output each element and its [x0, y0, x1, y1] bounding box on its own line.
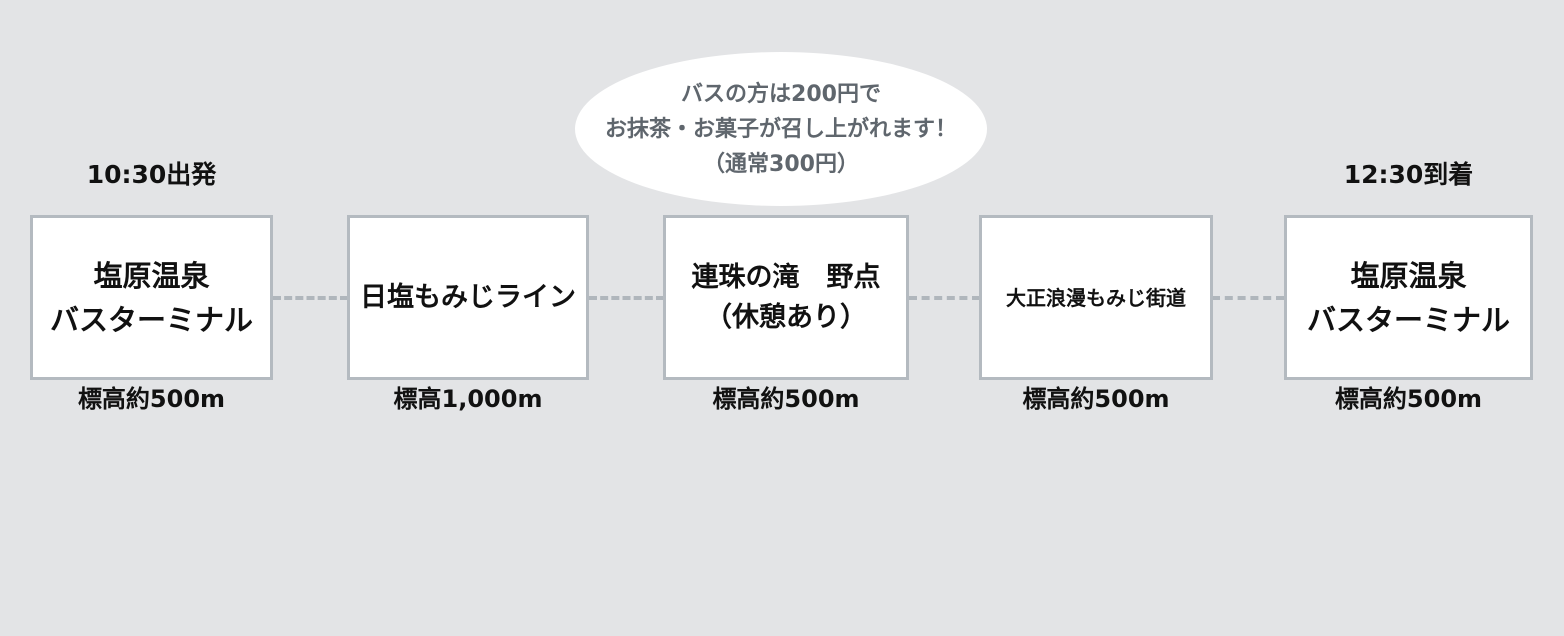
note-line-1: バスの方は200円で [681, 81, 881, 107]
stop-name-line: バスターミナル [1306, 302, 1510, 337]
arrival-time: 12:30到着 [1343, 160, 1474, 189]
departure-time: 10:30出発 [86, 160, 217, 189]
stop-nichien-momiji-line: 日塩もみじライン [347, 215, 589, 380]
elevation-label: 標高1,000m [393, 385, 543, 413]
elevation-label: 標高約500m [1334, 385, 1483, 413]
stop-name-line: 塩原温泉 [93, 258, 210, 293]
elevation-label: 標高約500m [712, 385, 860, 413]
stop-name-line: 日塩もみじライン [360, 281, 576, 313]
stop-taisho-roman-momiji-kaido: 大正浪漫もみじ街道 [979, 215, 1213, 380]
stop-end-terminal: 塩原温泉 バスターミナル [1284, 215, 1533, 380]
connector-2 [589, 296, 664, 300]
connector-3 [909, 296, 980, 300]
stop-name-line: バスターミナル [49, 302, 253, 337]
stop-start-terminal: 塩原温泉 バスターミナル [30, 215, 273, 380]
elevation-label: 標高約500m [1022, 385, 1170, 413]
stop-renju-falls-nodate: 連珠の滝 野点 （休憩あり） [663, 215, 909, 380]
connector-4 [1212, 296, 1284, 300]
note-line-2: お抹茶・お菓子が召し上がれます！ [604, 116, 957, 142]
connector-1 [273, 296, 348, 300]
stop-name-line: （休憩あり） [705, 301, 867, 333]
note-line-3: （通常300円） [703, 151, 859, 177]
tea-note-bubble: バスの方は200円で お抹茶・お菓子が召し上がれます！ （通常300円） [575, 52, 987, 206]
stop-name-line: 大正浪漫もみじ街道 [1006, 285, 1186, 310]
stop-name-line: 塩原温泉 [1350, 258, 1467, 293]
elevation-label: 標高約500m [77, 385, 226, 413]
stop-name-line: 連珠の滝 野点 [691, 261, 881, 293]
